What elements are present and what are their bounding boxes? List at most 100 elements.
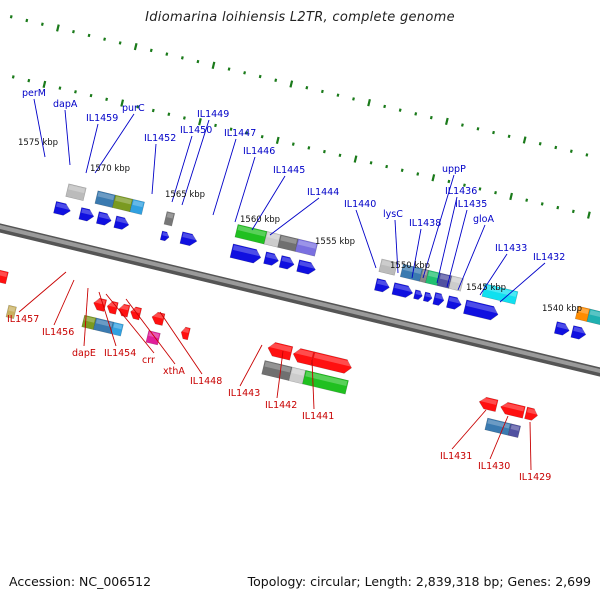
gene-feature: [553, 321, 570, 336]
gene-shine: [182, 327, 190, 334]
tick-mark: [522, 136, 527, 144]
tick-mark: [540, 202, 544, 206]
tick-mark: [554, 145, 558, 150]
tick-mark: [398, 108, 402, 112]
gene-shine: [153, 312, 164, 319]
tick-mark: [258, 74, 262, 79]
tick-mark: [229, 127, 233, 131]
gene-shape: [296, 259, 316, 275]
gene-label: lysC: [383, 209, 403, 220]
gene-feature: [391, 282, 414, 298]
gene-shape: [229, 243, 262, 264]
gene-shine: [0, 269, 8, 277]
gene-shine: [95, 319, 113, 327]
gene-feature: [112, 194, 134, 213]
gene-shape: [65, 183, 87, 201]
tick-mark: [58, 86, 62, 90]
scale-label: 1565 kbp: [165, 190, 205, 200]
tick-mark: [40, 22, 44, 26]
leader-line: [151, 143, 157, 195]
leader-line: [451, 409, 487, 450]
gene-shape: [5, 304, 17, 319]
leader-line: [98, 291, 117, 347]
gene-shine: [297, 240, 317, 249]
leader-line: [499, 262, 546, 303]
gene-shine: [232, 245, 262, 257]
gene-shine: [381, 260, 397, 268]
gene-feature: [113, 215, 130, 230]
gene-feature: [263, 251, 279, 266]
tick-mark: [274, 78, 278, 82]
gene-label: gloA: [473, 214, 494, 225]
gene-label: perM: [22, 88, 46, 99]
gene-feature: [413, 289, 423, 300]
tick-mark: [260, 134, 264, 139]
tick-mark: [120, 99, 125, 107]
leader-line: [125, 298, 176, 365]
gene-feature: [478, 396, 499, 412]
gene-shape: [586, 308, 600, 326]
gene-shape: [374, 278, 390, 293]
tick-layer: [9, 15, 591, 219]
gene-shape: [159, 230, 170, 242]
gene-feature: [129, 198, 145, 215]
tick-mark: [320, 89, 324, 94]
tick-mark: [444, 117, 449, 126]
gene-shape: [93, 297, 107, 312]
gene-feature: [436, 272, 453, 289]
gene-shape: [500, 402, 526, 419]
leader-line: [479, 253, 508, 296]
gene-label: IL1442: [265, 400, 297, 411]
gene-feature: [500, 402, 526, 419]
scale-label: 1550 kbp: [390, 261, 430, 271]
gene-shine: [81, 208, 94, 216]
tick-mark: [89, 93, 93, 98]
gene-shine: [281, 256, 295, 264]
gene-shine: [120, 304, 129, 311]
tick-mark: [198, 118, 202, 126]
gene-shape: [481, 283, 519, 305]
tick-mark: [56, 24, 60, 32]
gene-feature: [261, 360, 293, 381]
gene-feature: [159, 230, 170, 242]
gene-label: IL1449: [197, 109, 229, 120]
gene-label: IL1457: [7, 314, 39, 325]
gene-shine: [113, 323, 123, 330]
gene-feature: [448, 275, 464, 292]
tick-mark: [429, 115, 433, 120]
gene-shine: [162, 232, 169, 237]
tick-mark: [492, 130, 495, 135]
leader-line: [53, 279, 75, 326]
gene-label: IL1456: [42, 327, 74, 338]
gene-shape: [151, 311, 166, 326]
gene-shine: [435, 293, 445, 300]
feature-layer: [0, 183, 600, 438]
gene-shape: [180, 326, 191, 341]
tick-row: [9, 15, 589, 157]
gene-shine: [428, 271, 439, 279]
gene-shine: [448, 296, 462, 304]
leader-line: [311, 359, 315, 410]
tick-mark: [87, 33, 91, 38]
gene-feature: [446, 295, 462, 310]
backbone-layer: [0, 211, 600, 389]
gene-shine: [266, 253, 279, 260]
tick-mark: [149, 48, 153, 53]
tick-mark: [165, 52, 169, 56]
leader-line: [159, 311, 203, 375]
gene-shape: [507, 423, 521, 438]
gene-shine: [56, 202, 71, 210]
leader-line: [411, 228, 422, 279]
gene-shine: [269, 342, 292, 353]
gene-shape: [163, 211, 176, 227]
tick-mark: [307, 146, 311, 150]
accession-text: Accession: NC_006512: [9, 574, 152, 589]
tick-mark: [369, 161, 373, 165]
gene-shape: [302, 369, 349, 395]
leader-line: [234, 156, 256, 223]
gene-label: IL1450: [180, 125, 212, 136]
gene-shape: [267, 342, 294, 361]
leader-layer: [18, 98, 546, 471]
gene-shape: [432, 292, 445, 306]
